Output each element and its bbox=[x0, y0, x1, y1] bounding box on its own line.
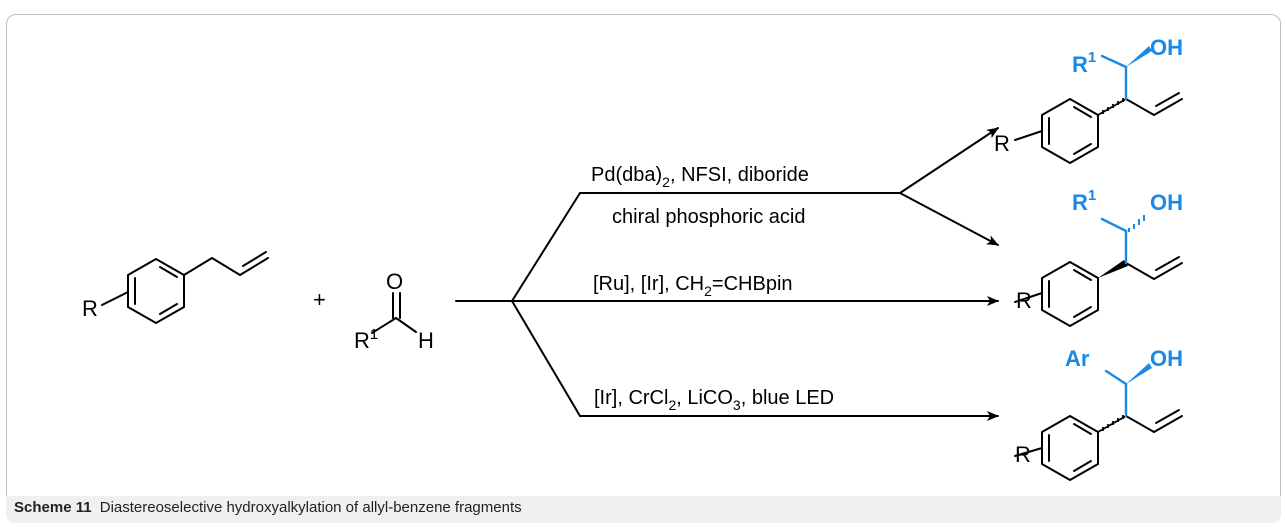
reaction-lines bbox=[455, 127, 999, 421]
product-3-ar: Ar bbox=[1065, 346, 1090, 371]
aldehyde-structure: O R1 H bbox=[354, 269, 434, 353]
product-2-r1: R1 bbox=[1072, 187, 1096, 215]
plus-sign: + bbox=[313, 287, 326, 312]
arene-substituent-r: R bbox=[82, 296, 98, 321]
allylbenzene-structure: R bbox=[82, 251, 269, 324]
product-2-structure: R R1 OH bbox=[1014, 187, 1183, 327]
conditions-pd-line2: chiral phosphoric acid bbox=[612, 206, 805, 228]
product-3-oh: OH bbox=[1150, 346, 1183, 371]
product-1-structure: R R1 OH bbox=[994, 35, 1183, 164]
aldehyde-hydrogen: H bbox=[418, 328, 434, 353]
product-1-r1: R1 bbox=[1072, 49, 1096, 77]
conditions-ru: [Ru], [Ir], CH2=CHBpin bbox=[593, 273, 793, 299]
aldehyde-oxygen: O bbox=[386, 269, 403, 294]
product-1-oh: OH bbox=[1150, 35, 1183, 60]
conditions-pd-line1: Pd(dba)2, NFSI, diboride bbox=[591, 164, 809, 190]
scheme-caption: Scheme 11 Diastereoselective hydroxyalky… bbox=[14, 499, 522, 516]
aldehyde-r1: R1 bbox=[354, 326, 378, 353]
product-3-structure: R Ar OH bbox=[1014, 346, 1183, 481]
product-2-oh: OH bbox=[1150, 190, 1183, 215]
product-2-ring-r: R bbox=[1016, 288, 1032, 313]
caption-label: Scheme 11 bbox=[14, 499, 92, 516]
product-1-ring-r: R bbox=[994, 131, 1010, 156]
caption-text: Diastereoselective hydroxyalkylation of … bbox=[99, 499, 522, 516]
caption-bar bbox=[6, 496, 1281, 523]
conditions-ir: [Ir], CrCl2, LiCO3, blue LED bbox=[594, 387, 834, 413]
product-3-ring-r: R bbox=[1015, 442, 1031, 467]
